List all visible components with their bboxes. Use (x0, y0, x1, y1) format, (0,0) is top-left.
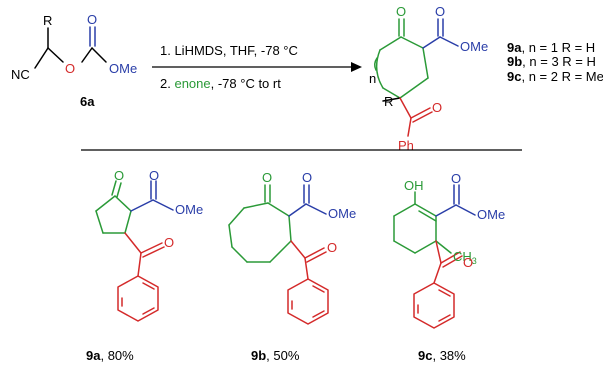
p9c-atom-carbonyl-o: O (451, 171, 461, 186)
product-9c-label: 9c, 38% (418, 348, 466, 363)
p9a-id: 9a (86, 348, 101, 363)
condition-step-1: 1. LiHMDS, THF, -78 °C (160, 43, 298, 58)
p9b-atom-ome: OMe (328, 206, 356, 221)
atom-ome: OMe (109, 61, 137, 76)
p9a-atom-benzoyl-o: O (164, 235, 174, 250)
general-product-structure (373, 18, 459, 137)
atom-nc: NC (11, 67, 30, 82)
atom-carbonyl-o: O (87, 12, 97, 27)
gp-atom-n: n (369, 71, 376, 86)
legend-9a-text: , n = 1 R = H (521, 40, 595, 55)
p9c-yield: , 38% (432, 348, 466, 363)
p9c-atom-oh: OH (404, 178, 424, 193)
legend-9b: 9b, n = 3 R = H (507, 54, 596, 69)
p9b-atom-benzoyl-o: O (327, 240, 337, 255)
gp-atom-carbonyl-o: O (435, 4, 445, 19)
p9b-yield: , 50% (266, 348, 300, 363)
gp-atom-r: R (384, 94, 393, 109)
p9c-methyl-sub: 3 (472, 256, 477, 266)
legend-9c-text: , n = 2 R = Me (521, 69, 603, 84)
condition-step-2: 2. enone, -78 °C to rt (160, 76, 281, 91)
p9c-atom-ome: OMe (477, 207, 505, 222)
product-9b-label: 9b, 50% (251, 348, 300, 363)
p9c-atom-methyl: CH3 (453, 249, 477, 266)
legend-9a: 9a, n = 1 R = H (507, 40, 595, 55)
legend-9b-id: 9b (507, 54, 522, 69)
legend-9a-id: 9a (507, 40, 522, 55)
reactant-6a-structure (34, 26, 107, 69)
p9b-atom-carbonyl-o: O (302, 170, 312, 185)
gp-atom-benzoyl-o: O (432, 100, 442, 115)
step-2-conditions: , -78 °C to rt (211, 76, 282, 91)
step-2-number: 2. (160, 76, 171, 91)
product-9b-structure (228, 184, 329, 325)
gp-atom-ph: Ph (398, 138, 414, 153)
atom-ester-o: O (65, 61, 75, 76)
legend-9b-text: , n = 3 R = H (522, 54, 596, 69)
gp-atom-ome: OMe (460, 39, 488, 54)
p9b-atom-ring-o: O (262, 170, 272, 185)
p9b-id: 9b (251, 348, 266, 363)
step-2-reagent: enone (174, 76, 210, 91)
p9c-atom-benzoyl-o: O (463, 255, 473, 270)
legend-9c-id: 9c (507, 69, 521, 84)
p9a-atom-ome: OMe (175, 202, 203, 217)
reactant-label: 6a (80, 94, 95, 109)
atom-r: R (43, 13, 52, 28)
p9a-atom-carbonyl-o: O (149, 168, 159, 183)
product-9a-label: 9a, 80% (86, 348, 134, 363)
p9a-atom-ring-o: O (114, 168, 124, 183)
product-9c-structure (393, 184, 476, 329)
p9a-yield: , 80% (100, 348, 134, 363)
legend-9c: 9c, n = 2 R = Me (507, 69, 603, 84)
gp-atom-ring-o: O (396, 4, 406, 19)
p9c-id: 9c (418, 348, 432, 363)
product-9a-structure (95, 180, 174, 322)
reaction-arrow-head (351, 62, 362, 72)
p9c-methyl-ch: CH (453, 249, 472, 264)
